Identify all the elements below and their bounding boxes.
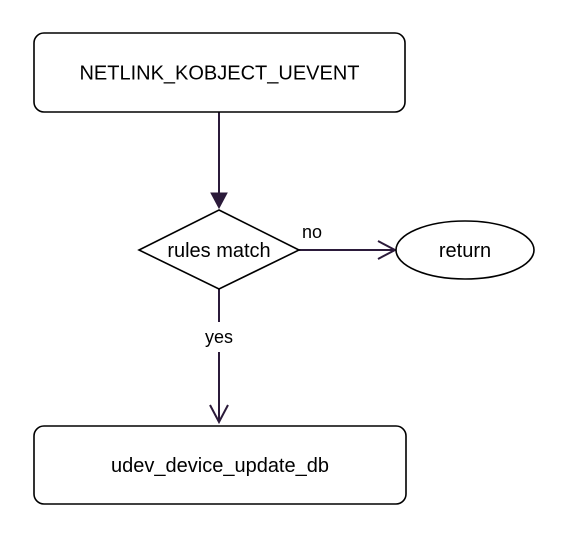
edge-decision-to-return: no [299, 222, 398, 260]
edge-decision-to-update: yes [205, 289, 233, 425]
node-return-label: return [439, 240, 491, 262]
node-return: return [395, 220, 535, 280]
arrowhead-filled [210, 192, 228, 210]
arrowhead-open [209, 404, 229, 425]
node-start: NETLINK_KOBJECT_UEVENT [33, 32, 406, 113]
node-start-label: NETLINK_KOBJECT_UEVENT [79, 63, 359, 85]
node-update-label: udev_device_update_db [111, 455, 329, 477]
edge-start-to-decision [210, 112, 228, 210]
node-decision: rules match [137, 209, 301, 290]
node-decision-label: rules match [167, 240, 270, 262]
edge-label-yes: yes [205, 327, 233, 347]
node-update: udev_device_update_db [33, 425, 407, 505]
arrowhead-open [377, 240, 398, 260]
edge-label-no: no [302, 222, 322, 242]
